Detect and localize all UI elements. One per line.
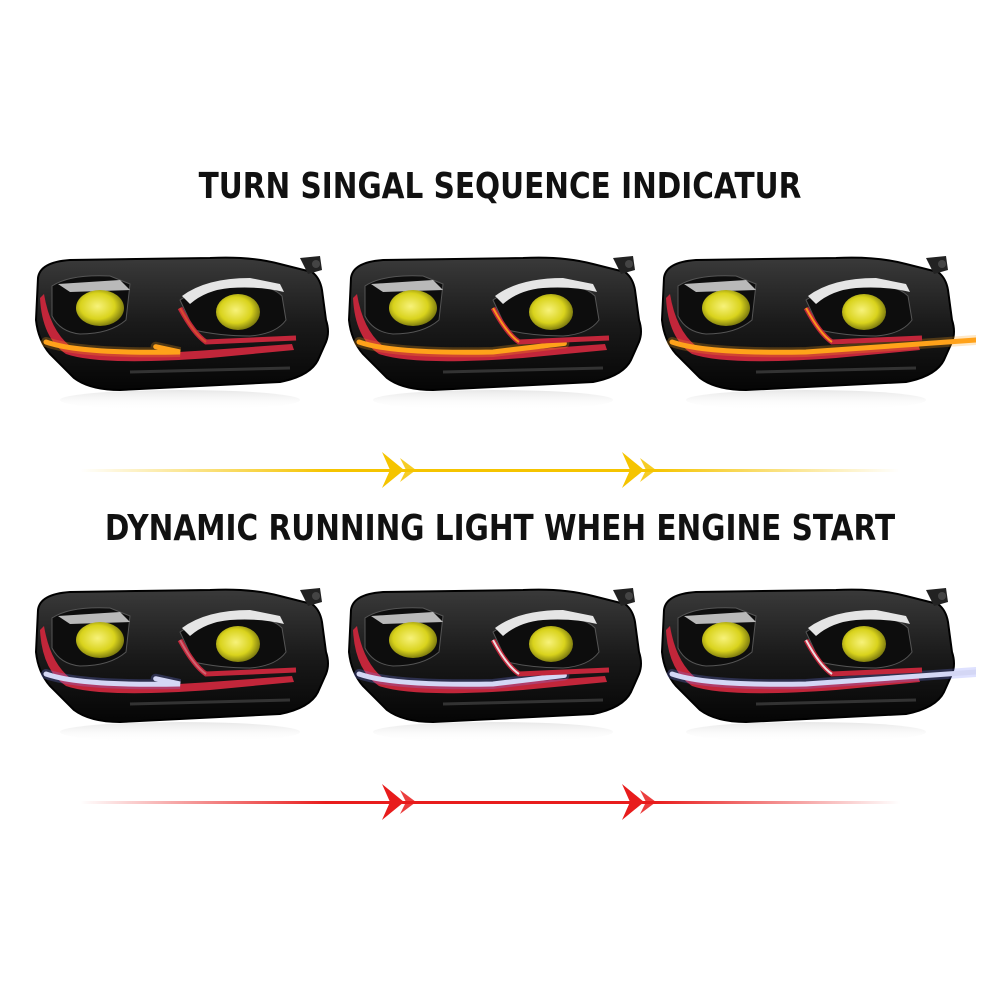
double-chevron-right-icon xyxy=(382,784,416,820)
headlight-turn-stage-2 xyxy=(343,250,663,420)
arrow-line xyxy=(80,469,900,472)
headlight-drl-stage-3 xyxy=(656,582,976,752)
running-light-lamp-row xyxy=(0,582,1000,752)
turn-signal-arrow-band xyxy=(0,440,1000,500)
double-chevron-right-icon xyxy=(622,784,656,820)
running-light-arrow-band xyxy=(0,772,1000,832)
double-chevron-right-icon xyxy=(622,452,656,488)
turn-signal-heading: TURN SINGAL SEQUENCE INDICATUR xyxy=(198,166,802,207)
headlight-turn-stage-1 xyxy=(30,250,350,420)
headlight-drl-stage-2 xyxy=(343,582,663,752)
arrow-line xyxy=(80,801,900,804)
running-light-heading: DYNAMIC RUNNING LIGHT WHEH ENGINE START xyxy=(104,508,896,549)
double-chevron-right-icon xyxy=(382,452,416,488)
turn-signal-lamp-row xyxy=(0,250,1000,420)
headlight-turn-stage-3 xyxy=(656,250,976,420)
headlight-drl-stage-1 xyxy=(30,582,350,752)
